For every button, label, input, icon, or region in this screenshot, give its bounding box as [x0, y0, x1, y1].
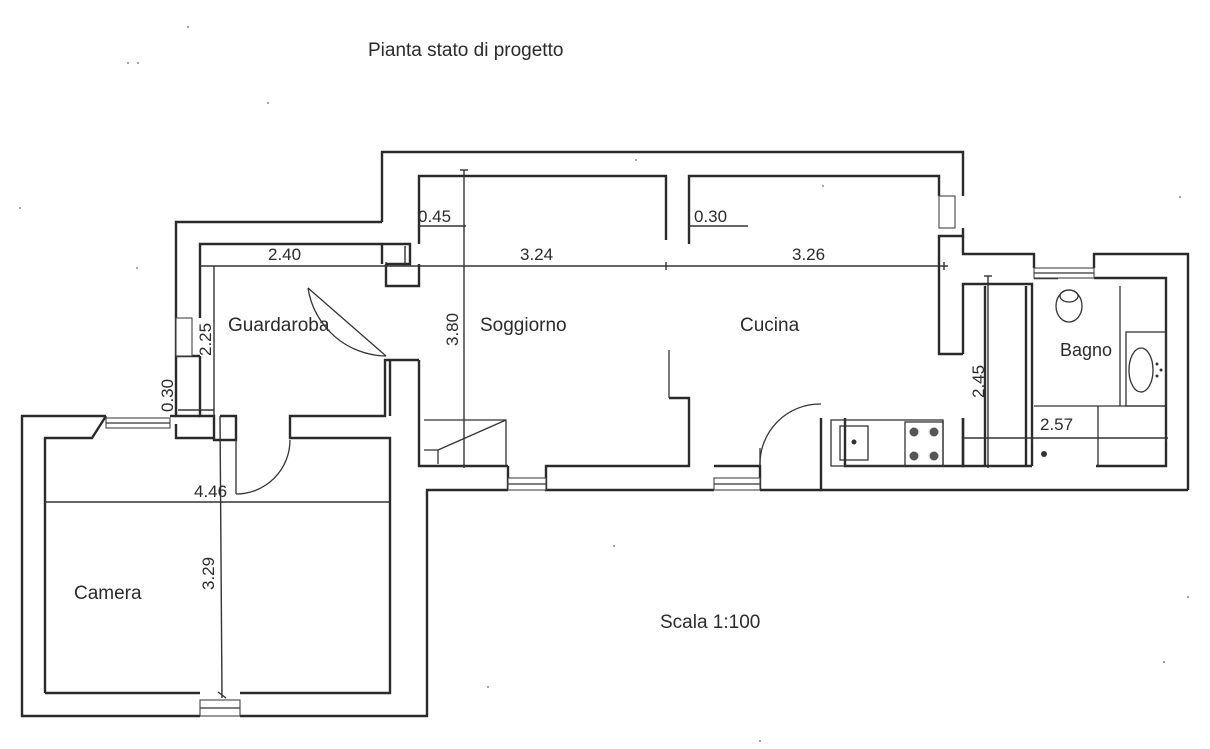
room-label-soggiorno: Soggiorno	[480, 315, 567, 336]
stove-burner-icon	[929, 427, 939, 437]
dimension-446: 4.46	[194, 482, 227, 501]
exterior-walls	[20, 150, 1190, 718]
sink-drain-icon	[851, 439, 857, 445]
dimension-045: 0.45	[418, 207, 451, 226]
dimension-lines	[45, 169, 1168, 699]
bath-fixtures	[1034, 286, 1167, 466]
dimension-030-left: 0.30	[158, 379, 177, 412]
washbasin-icon	[1128, 347, 1154, 393]
kitchen-fixtures	[830, 419, 944, 467]
dimension-240: 2.40	[268, 245, 301, 264]
room-label-camera: Camera	[74, 583, 142, 604]
dimension-030-top: 0.30	[694, 207, 727, 226]
scale-label: Scala 1:100	[660, 612, 760, 633]
room-label-guardaroba: Guardaroba	[228, 315, 330, 336]
scan-specks	[19, 26, 1189, 742]
dimension-326: 3.26	[792, 245, 825, 264]
room-label-cucina: Cucina	[740, 315, 800, 336]
doors	[235, 287, 822, 495]
dimension-257: 2.57	[1040, 415, 1073, 434]
dimension-245: 2.45	[969, 365, 988, 398]
dimension-324: 3.24	[520, 245, 553, 264]
stair	[424, 419, 507, 466]
dimension-225: 2.25	[196, 323, 215, 356]
room-label-bagno: Bagno	[1060, 340, 1112, 360]
stove-burner-icon	[909, 451, 919, 461]
stove-burner-icon	[929, 451, 939, 461]
dimension-329: 3.29	[199, 557, 218, 590]
shower-drain-icon	[1041, 451, 1047, 457]
dimension-380: 3.80	[443, 313, 462, 346]
plan-title: Pianta stato di progetto	[368, 40, 563, 61]
windows	[105, 195, 1095, 717]
stove-burner-icon	[909, 427, 919, 437]
